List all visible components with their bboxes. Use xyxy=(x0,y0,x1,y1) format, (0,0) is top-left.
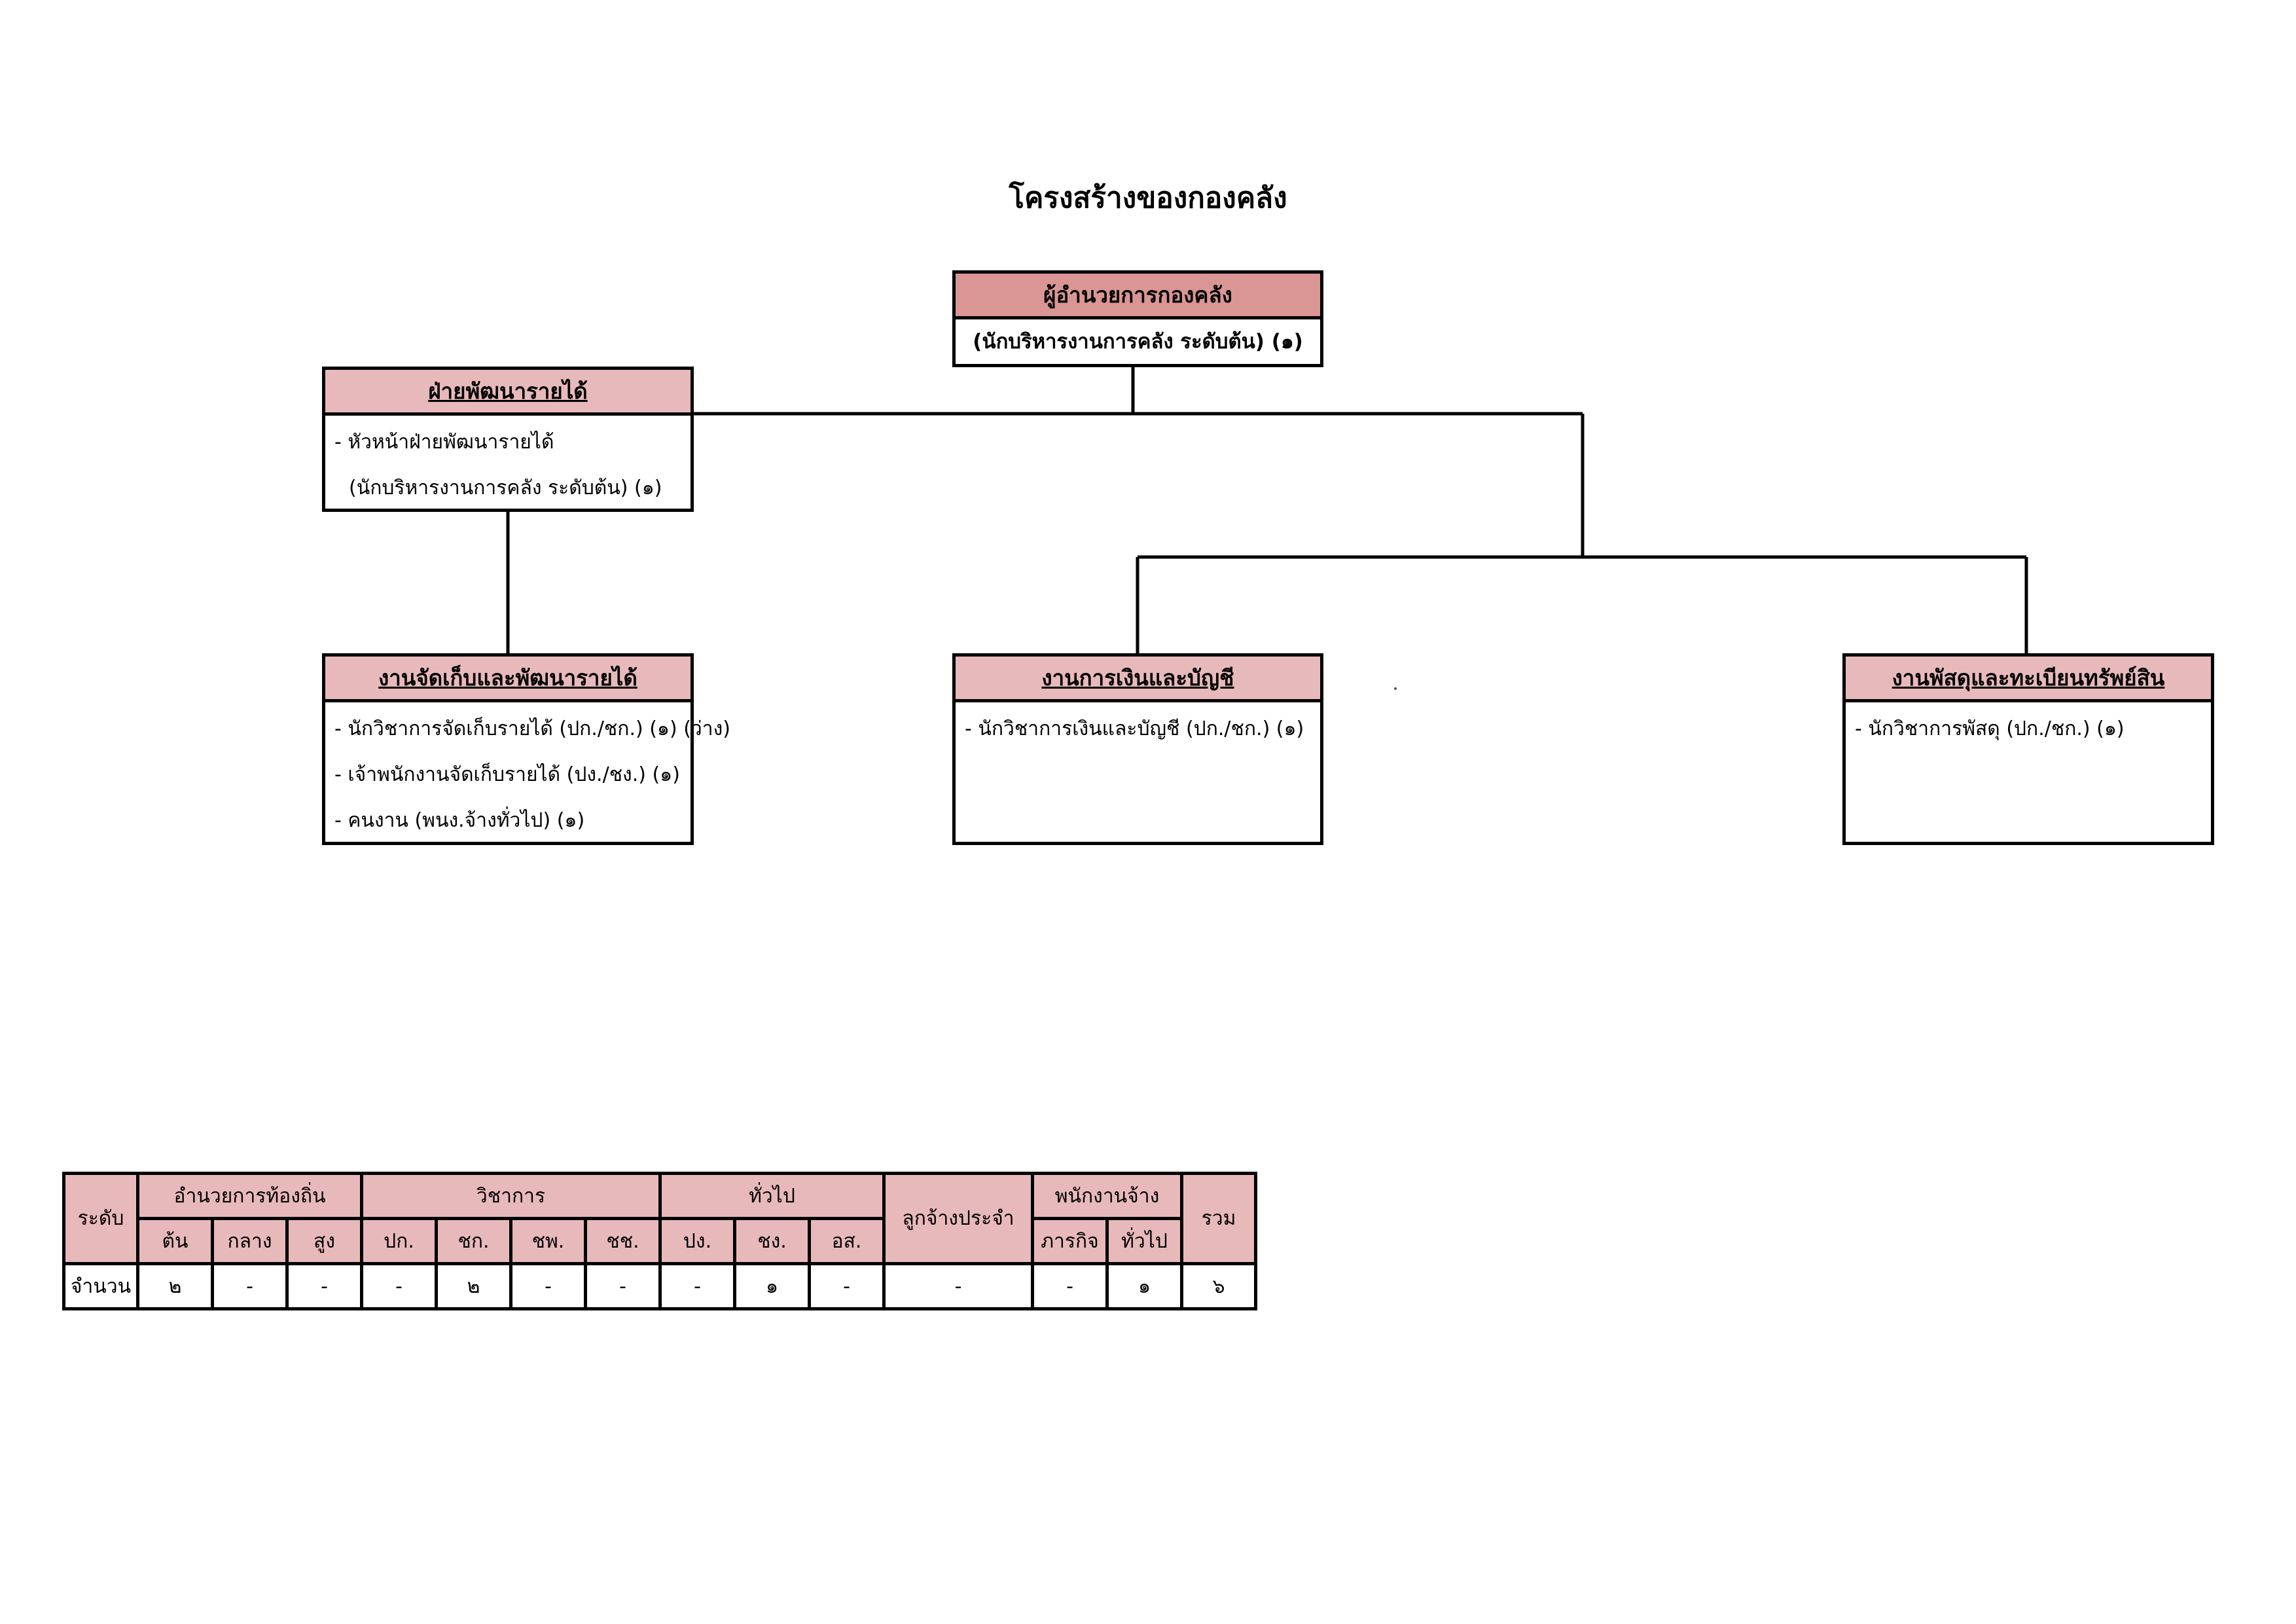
table-row: ระดับ อำนวยการท้องถิ่น วิชาการ ทั่วไป ลู… xyxy=(62,1172,1257,1265)
supply-unit-line: - นักวิชาการพัสดุ (ปก./ชก.) (๑) xyxy=(1855,717,2125,740)
count-cell: - xyxy=(882,1262,1034,1310)
count-cell: - xyxy=(658,1262,736,1310)
count-cell: - xyxy=(509,1262,587,1310)
collection-unit-line: - นักวิชาการจัดเก็บรายได้ (ปก./ชก.) (๑) … xyxy=(334,717,730,740)
sub-header: ชช. xyxy=(584,1217,662,1265)
sub-header: ชง. xyxy=(733,1217,811,1265)
table-row: ต้น กลาง สูง ปก. ชก. ชพ. ชช. ปง. ชง. อส.… xyxy=(64,1217,1256,1265)
group-header-general: ทั่วไป xyxy=(658,1172,886,1220)
director-position: (นักบริหารงานการคลัง ระดับต้น) (๑) xyxy=(973,329,1303,353)
sub-header: ปง. xyxy=(658,1217,736,1265)
revenue-division-box: ฝ่ายพัฒนารายได้ - หัวหน้าฝ่ายพัฒนารายได้… xyxy=(322,367,694,512)
count-cell: ๖ xyxy=(1180,1262,1257,1310)
collection-unit-line: - เจ้าพนักงานจัดเก็บรายได้ (ปง./ชง.) (๑) xyxy=(334,763,680,786)
collection-unit-title: งานจัดเก็บและพัฒนารายได้ xyxy=(325,657,691,702)
collection-unit-line: - คนงาน (พนง.จ้างทั่วไป) (๑) xyxy=(334,809,585,832)
count-cell: - xyxy=(211,1262,289,1310)
count-label: จำนวน xyxy=(62,1262,139,1310)
revenue-division-title: ฝ่ายพัฒนารายได้ xyxy=(325,370,691,416)
stray-dot xyxy=(1394,687,1397,690)
count-cell: - xyxy=(808,1262,886,1310)
group-header-permanent-employee: ลูกจ้างประจำ xyxy=(882,1172,1034,1265)
finance-unit-box: งานการเงินและบัญชี - นักวิชาการเงินและบั… xyxy=(952,653,1323,845)
count-cell: - xyxy=(1031,1262,1109,1310)
count-cell: - xyxy=(584,1262,662,1310)
count-cell: ๑ xyxy=(733,1262,811,1310)
sub-header: ปก. xyxy=(360,1217,438,1265)
revenue-division-line: - หัวหน้าฝ่ายพัฒนารายได้ xyxy=(334,431,554,454)
sub-header: สูง xyxy=(285,1217,363,1265)
count-cell: - xyxy=(360,1262,438,1310)
director-title: ผู้อำนวยการกองคลัง xyxy=(956,274,1320,319)
finance-unit-title: งานการเงินและบัญชี xyxy=(956,657,1320,702)
group-header-staff: พนักงานจ้าง xyxy=(1031,1172,1183,1220)
group-header-academic: วิชาการ xyxy=(360,1172,662,1220)
sub-header: ชก. xyxy=(435,1217,512,1265)
count-cell: ๑ xyxy=(1105,1262,1183,1310)
revenue-division-line: (นักบริหารงานการคลัง ระดับต้น) (๑) xyxy=(349,477,662,499)
level-header: ระดับ xyxy=(62,1172,139,1265)
group-header-local-admin: อำนวยการท้องถิ่น xyxy=(136,1172,363,1220)
supply-unit-box: งานพัสดุและทะเบียนทรัพย์สิน - นักวิชาการ… xyxy=(1842,653,2214,845)
count-cell: ๒ xyxy=(435,1262,512,1310)
count-cell: ๒ xyxy=(136,1262,214,1310)
table-row: จำนวน ๒ - - - ๒ - - - ๑ - - - ๑ ๖ xyxy=(62,1262,1257,1310)
staff-rank-table: ระดับ อำนวยการท้องถิ่น วิชาการ ทั่วไป ลู… xyxy=(62,1172,1257,1310)
sub-header: กลาง xyxy=(211,1217,289,1265)
sub-header: ทั่วไป xyxy=(1105,1217,1183,1265)
sub-header: ภารกิจ xyxy=(1031,1217,1109,1265)
supply-unit-title: งานพัสดุและทะเบียนทรัพย์สิน xyxy=(1846,657,2211,702)
page-title: โครงสร้างของกองคลัง xyxy=(1009,181,1287,215)
sub-header: อส. xyxy=(808,1217,886,1265)
director-box: ผู้อำนวยการกองคลัง (นักบริหารงานการคลัง … xyxy=(952,270,1323,367)
sub-header: ชพ. xyxy=(509,1217,587,1265)
group-header-total: รวม xyxy=(1180,1172,1257,1265)
collection-unit-box: งานจัดเก็บและพัฒนารายได้ - นักวิชาการจัด… xyxy=(322,653,730,845)
sub-header: ต้น xyxy=(136,1217,214,1265)
count-cell: - xyxy=(285,1262,363,1310)
finance-unit-line: - นักวิชาการเงินและบัญชี (ปก./ชก.) (๑) xyxy=(965,717,1304,740)
